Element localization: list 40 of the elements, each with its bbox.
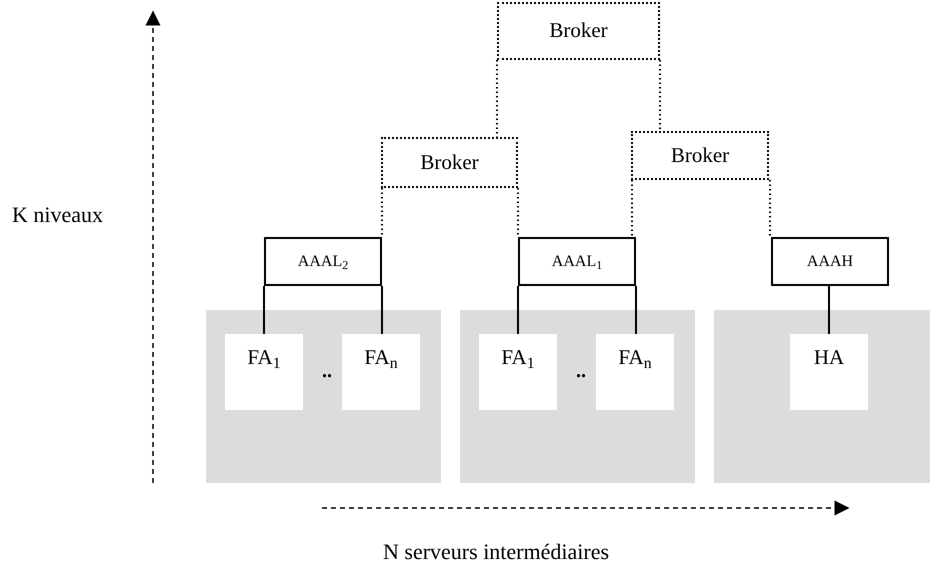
ellipsis-mark: .. [322, 359, 332, 384]
axis-label: N serveurs intermédiaires [383, 538, 610, 566]
agent-card [225, 334, 303, 410]
node-label: AAAL$_{2}$ [298, 252, 348, 274]
broker-box [381, 137, 518, 188]
connector-line [517, 188, 519, 237]
node-label: FA$_{n}$ [364, 344, 398, 374]
connector-line [381, 286, 383, 334]
agent-box [518, 237, 636, 286]
node-label: FA$_{1}$ [247, 344, 281, 374]
connector-line [381, 188, 383, 237]
connector-line [769, 180, 771, 237]
node-label: Broker [549, 17, 608, 44]
node-label: Broker [670, 142, 730, 169]
connector-line [659, 60, 661, 131]
connector-line [263, 286, 265, 334]
node-label: FA$_{n}$ [618, 344, 652, 374]
node-label: AAAL$_{1}$ [552, 252, 602, 274]
node-label: AAAH [806, 252, 854, 272]
broker-box [497, 2, 660, 60]
connector-line [496, 60, 498, 137]
ellipsis-mark: .. [576, 359, 586, 384]
connector-line [631, 180, 633, 237]
connector-line [517, 286, 519, 334]
node-label: Broker [420, 148, 479, 176]
agent-card [790, 334, 868, 410]
server-panel [714, 310, 930, 483]
node-label: HA [814, 344, 844, 371]
agent-card [342, 334, 420, 410]
agent-box [264, 237, 382, 286]
agent-card [596, 334, 674, 410]
agent-card [479, 334, 557, 410]
server-panel [206, 310, 441, 483]
axis-label: K niveaux [12, 201, 104, 229]
connector-line [635, 286, 637, 334]
server-panel [460, 310, 695, 483]
broker-box [631, 131, 769, 180]
node-label: FA$_{1}$ [501, 344, 535, 374]
agent-box [771, 237, 889, 286]
connector-line [828, 286, 830, 334]
